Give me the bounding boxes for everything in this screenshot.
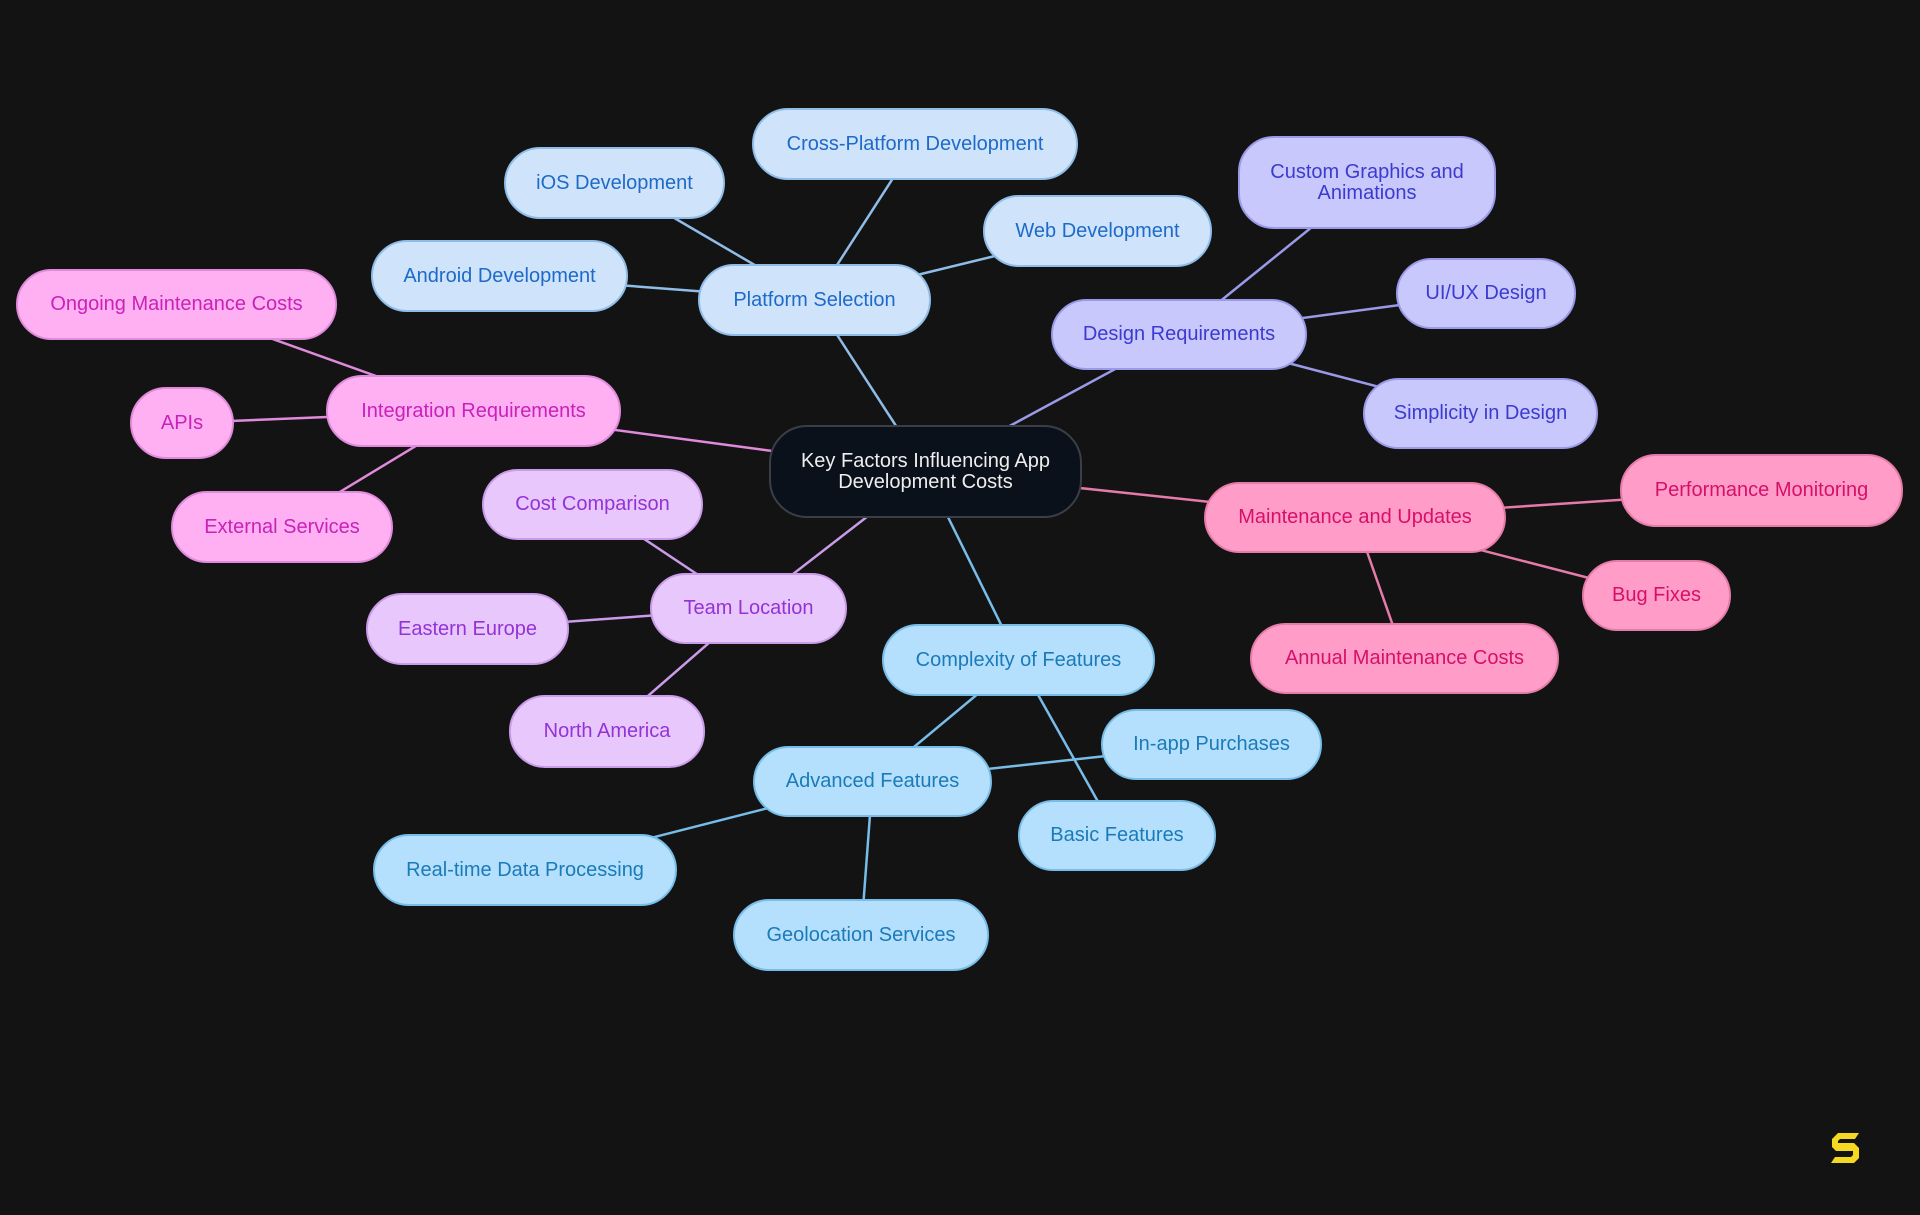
node-label: Simplicity in Design xyxy=(1394,403,1567,424)
node-label-text: Basic Features xyxy=(1050,824,1184,846)
node-label-text: Geolocation Services xyxy=(766,923,956,946)
node-label-text: UI/UX Design xyxy=(1425,282,1547,304)
node-perf[interactable]: Performance Monitoring xyxy=(1620,454,1903,527)
node-label: Design Requirements xyxy=(1083,324,1275,345)
node-label-text: North America xyxy=(543,720,671,742)
node-costcomp[interactable]: Cost Comparison xyxy=(482,469,703,540)
node-geo[interactable]: Geolocation Services xyxy=(733,899,989,971)
node-label: Cross-Platform Development xyxy=(786,132,1044,155)
node-label-line: Key Factors Influencing App xyxy=(800,449,1051,472)
node-design[interactable]: Design Requirements xyxy=(1051,299,1307,370)
node-label-text: Team Location xyxy=(683,597,814,619)
node-label: Geolocation Services xyxy=(766,923,956,946)
node-label-text: External Services xyxy=(204,515,360,538)
node-label-text: APIs xyxy=(160,411,204,434)
node-label-text: Eastern Europe xyxy=(398,617,537,640)
node-label: iOS Development xyxy=(536,171,693,194)
node-label-text: Ongoing Maintenance Costs xyxy=(50,293,303,315)
node-label: Complexity of Features xyxy=(915,648,1122,671)
node-web[interactable]: Web Development xyxy=(983,195,1212,267)
node-maint[interactable]: Maintenance and Updates xyxy=(1204,482,1506,553)
node-label-line: Custom Graphics and xyxy=(1270,160,1464,183)
node-inapp[interactable]: In-app Purchases xyxy=(1101,709,1322,780)
node-team[interactable]: Team Location xyxy=(650,573,847,644)
node-basic[interactable]: Basic Features xyxy=(1018,800,1216,871)
node-label: In-app Purchases xyxy=(1133,734,1290,755)
node-label: Web Development xyxy=(1015,219,1180,242)
node-bug[interactable]: Bug Fixes xyxy=(1582,560,1731,631)
node-label-text: Platform Selection xyxy=(733,288,896,311)
node-label: Android Development xyxy=(403,264,596,287)
node-label-text: Design Requirements xyxy=(1082,323,1276,345)
node-label: Annual Maintenance Costs xyxy=(1285,648,1524,669)
node-label: Cost Comparison xyxy=(515,494,670,515)
node-northam[interactable]: North America xyxy=(509,695,705,768)
node-annual[interactable]: Annual Maintenance Costs xyxy=(1250,623,1559,694)
node-label-text: Integration Requirements xyxy=(361,399,586,422)
node-label-text: Android Development xyxy=(403,264,596,287)
node-label: Performance Monitoring xyxy=(1655,480,1868,501)
node-label-text: Cross-Platform Development xyxy=(786,132,1044,155)
node-external[interactable]: External Services xyxy=(171,491,393,563)
node-label: External Services xyxy=(204,515,360,538)
node-integration[interactable]: Integration Requirements xyxy=(326,375,621,447)
node-label-line: Development Costs xyxy=(838,470,1013,493)
node-label-text: Complexity of Features xyxy=(915,648,1122,671)
node-label-text: In-app Purchases xyxy=(1133,733,1290,755)
node-label-text: Advanced Features xyxy=(785,770,960,792)
node-advanced[interactable]: Advanced Features xyxy=(753,746,992,817)
node-label: Advanced Features xyxy=(786,771,959,792)
node-simplicity[interactable]: Simplicity in Design xyxy=(1363,378,1598,449)
node-cross[interactable]: Cross-Platform Development xyxy=(752,108,1078,180)
node-label: Integration Requirements xyxy=(361,399,586,422)
node-label: Eastern Europe xyxy=(398,617,537,640)
logo-shape xyxy=(1831,1133,1859,1163)
node-label: Maintenance and Updates xyxy=(1238,507,1472,528)
node-label-text: Cost Comparison xyxy=(515,493,670,515)
node-label-text: Maintenance and Updates xyxy=(1238,506,1472,528)
node-label: North America xyxy=(544,721,671,742)
node-label-text: Web Development xyxy=(1015,219,1180,242)
node-label: Bug Fixes xyxy=(1612,585,1701,606)
node-label: Team Location xyxy=(683,598,813,619)
node-label-text: iOS Development xyxy=(536,171,693,194)
node-label-text: Performance Monitoring xyxy=(1654,479,1869,501)
node-label-text: Real-time Data Processing xyxy=(406,858,644,881)
node-apis[interactable]: APIs xyxy=(130,387,234,459)
node-realtime[interactable]: Real-time Data Processing xyxy=(373,834,677,906)
node-label-text: Bug Fixes xyxy=(1612,584,1701,606)
node-eastern[interactable]: Eastern Europe xyxy=(366,593,569,665)
node-label-line: Animations xyxy=(1317,181,1417,204)
node-label: UI/UX Design xyxy=(1425,283,1546,304)
node-label: Basic Features xyxy=(1050,825,1183,846)
node-label: Real-time Data Processing xyxy=(406,858,644,881)
node-label: Ongoing Maintenance Costs xyxy=(50,294,302,315)
node-label: Platform Selection xyxy=(733,288,896,311)
node-label-text: Simplicity in Design xyxy=(1393,402,1568,424)
node-label-text: Annual Maintenance Costs xyxy=(1284,647,1525,669)
node-platform[interactable]: Platform Selection xyxy=(698,264,931,336)
node-label: APIs xyxy=(160,411,204,434)
node-uiux[interactable]: UI/UX Design xyxy=(1396,258,1576,329)
brand-s-logo-icon xyxy=(1831,1133,1859,1163)
node-ios[interactable]: iOS Development xyxy=(504,147,725,219)
node-android[interactable]: Android Development xyxy=(371,240,628,312)
node-complexity[interactable]: Complexity of Features xyxy=(882,624,1155,696)
node-ongoing[interactable]: Ongoing Maintenance Costs xyxy=(16,269,337,340)
